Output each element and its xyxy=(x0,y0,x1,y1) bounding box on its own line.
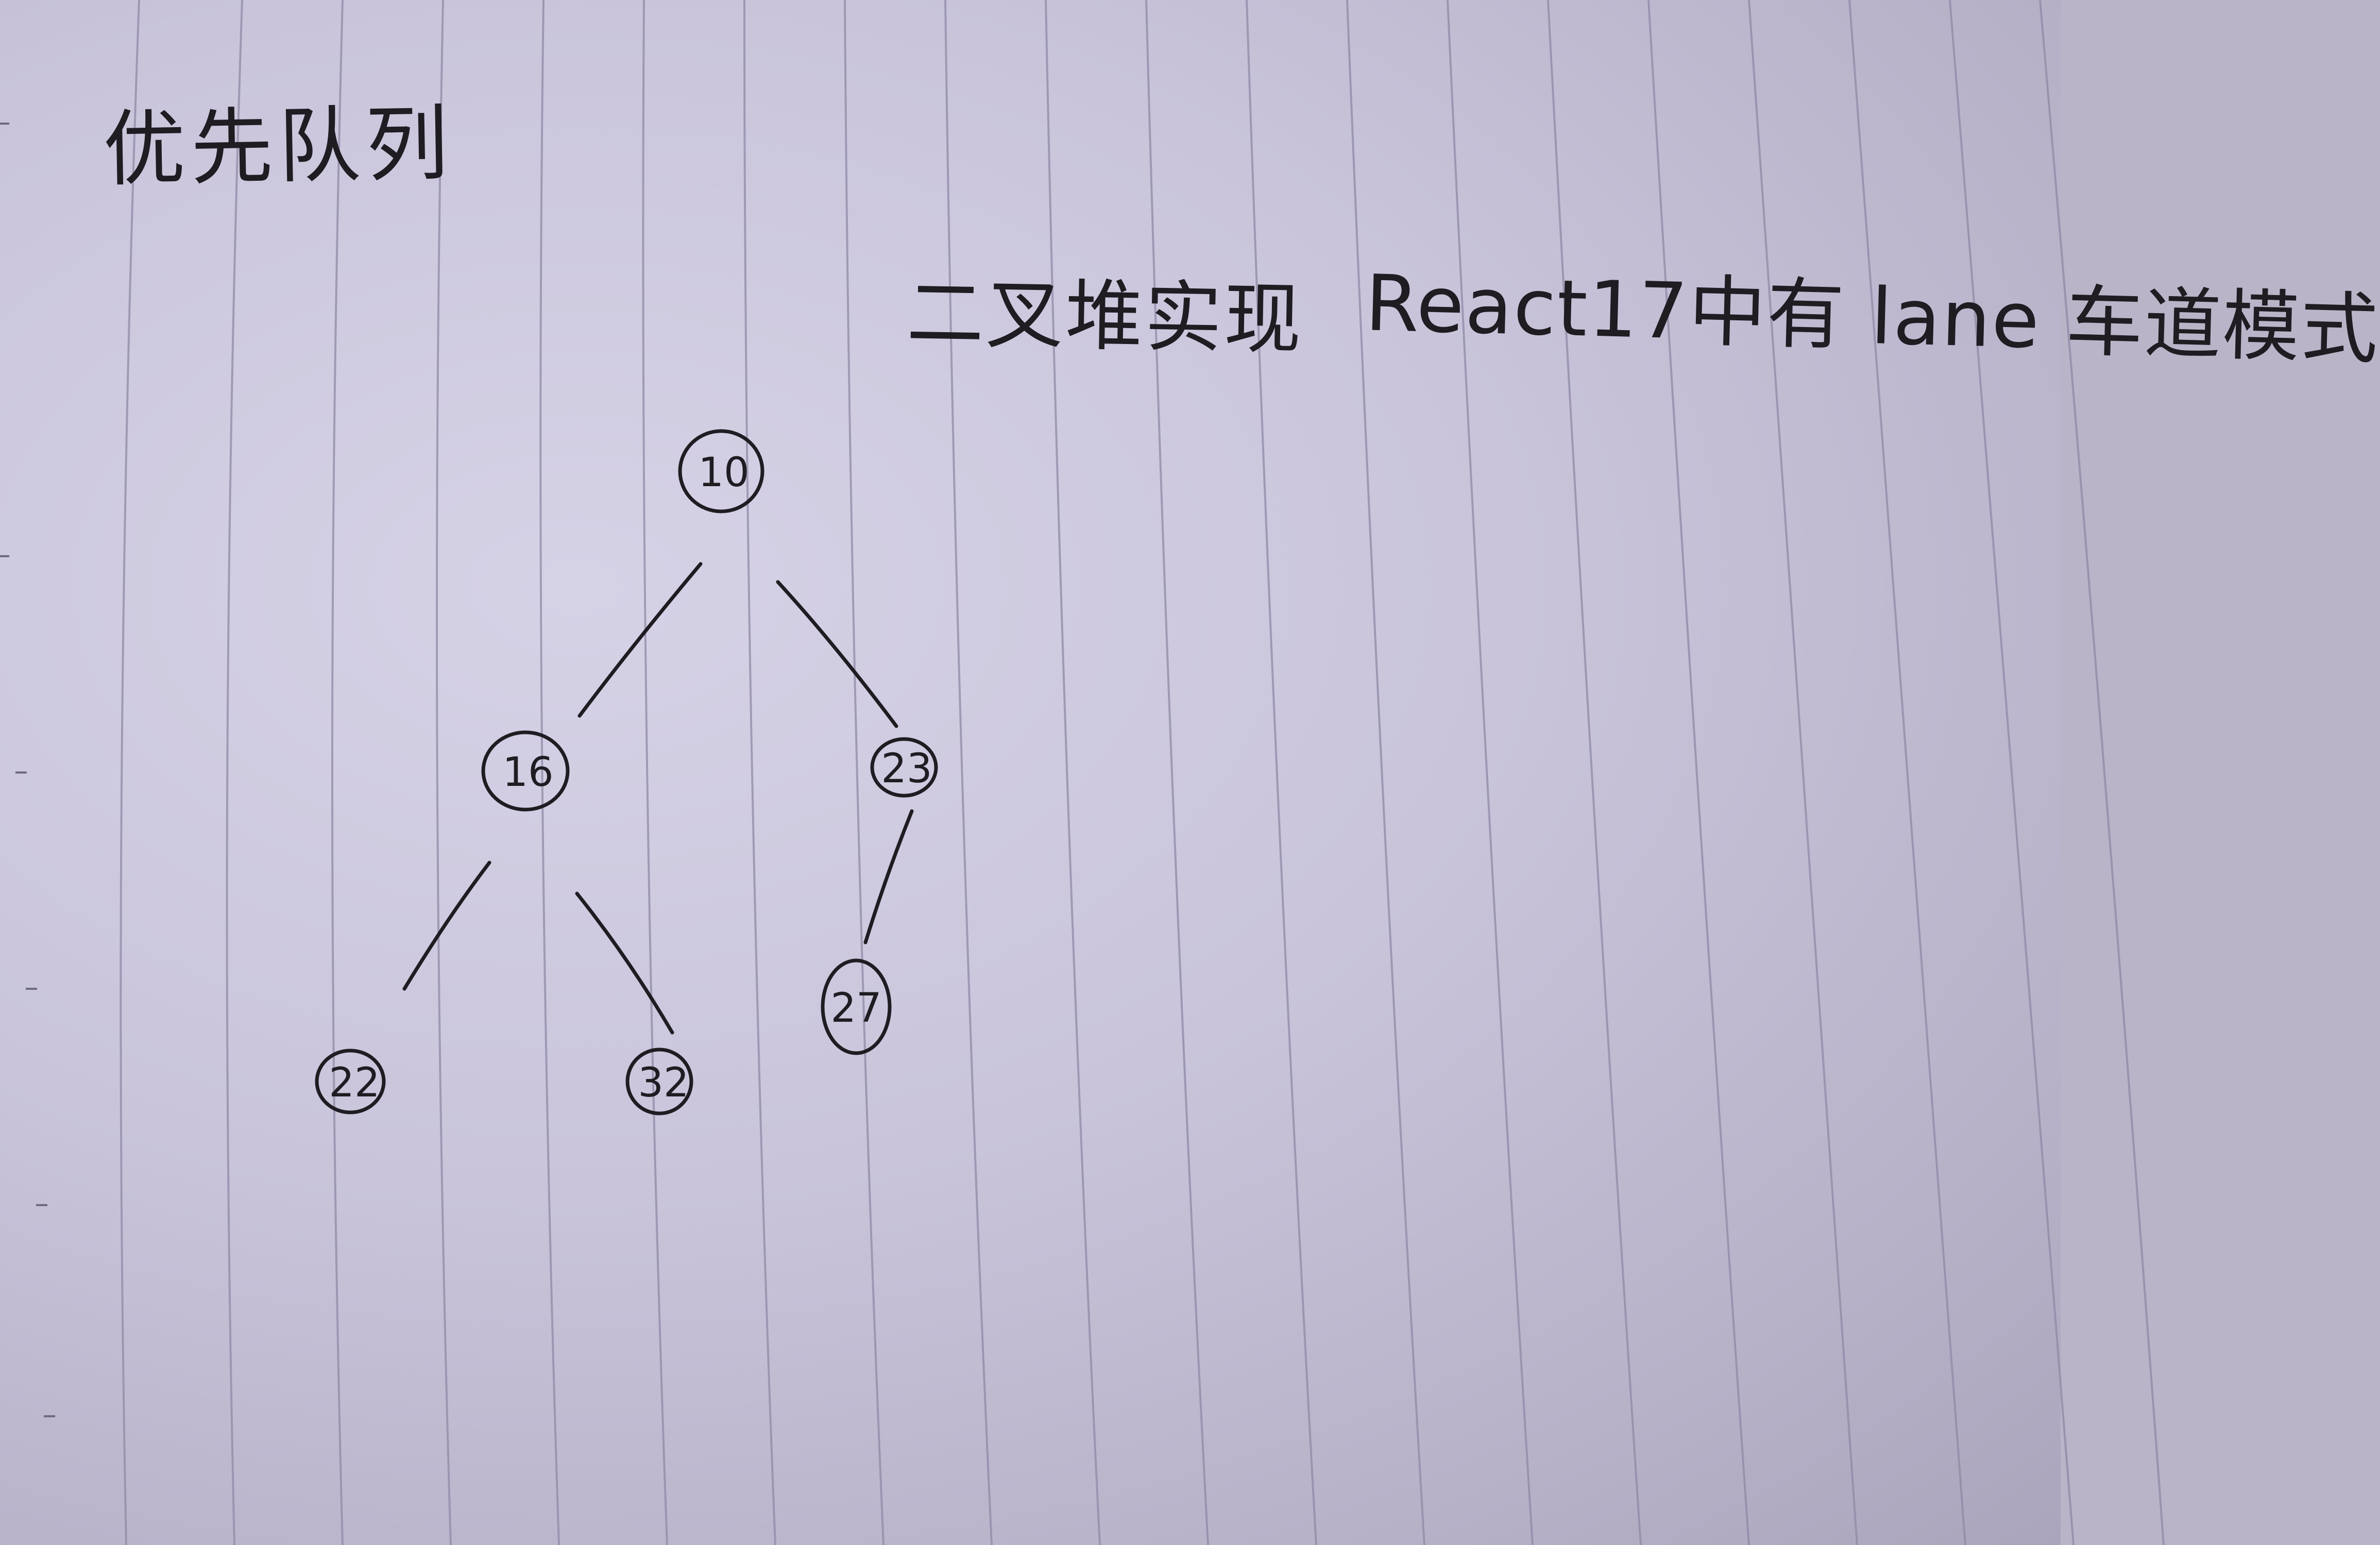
ruled-lines xyxy=(0,0,2165,1545)
edge-left-leftright xyxy=(575,891,674,1035)
binary-heap-diagram: 10 16 23 22 32 27 xyxy=(315,429,938,1115)
edge-right-rightleft xyxy=(863,809,914,945)
heap-node-left-right-label: 32 xyxy=(638,1060,689,1106)
edge-left-leftleft xyxy=(402,861,491,991)
heap-node-root: 10 xyxy=(678,429,764,513)
edge-root-right xyxy=(776,580,898,728)
heap-node-right-left-label: 27 xyxy=(830,985,881,1032)
heap-node-root-label: 10 xyxy=(698,450,749,496)
heap-node-left-left-label: 22 xyxy=(329,1060,380,1106)
heap-node-left-right: 32 xyxy=(625,1048,693,1115)
heap-node-left: 16 xyxy=(481,730,570,812)
heap-node-right-label: 23 xyxy=(881,746,932,792)
edge-root-left xyxy=(577,562,703,718)
heap-node-left-left: 22 xyxy=(315,1049,386,1114)
heap-node-right: 23 xyxy=(870,737,938,798)
heap-node-left-label: 16 xyxy=(502,749,553,796)
heap-node-right-left: 27 xyxy=(821,958,892,1055)
